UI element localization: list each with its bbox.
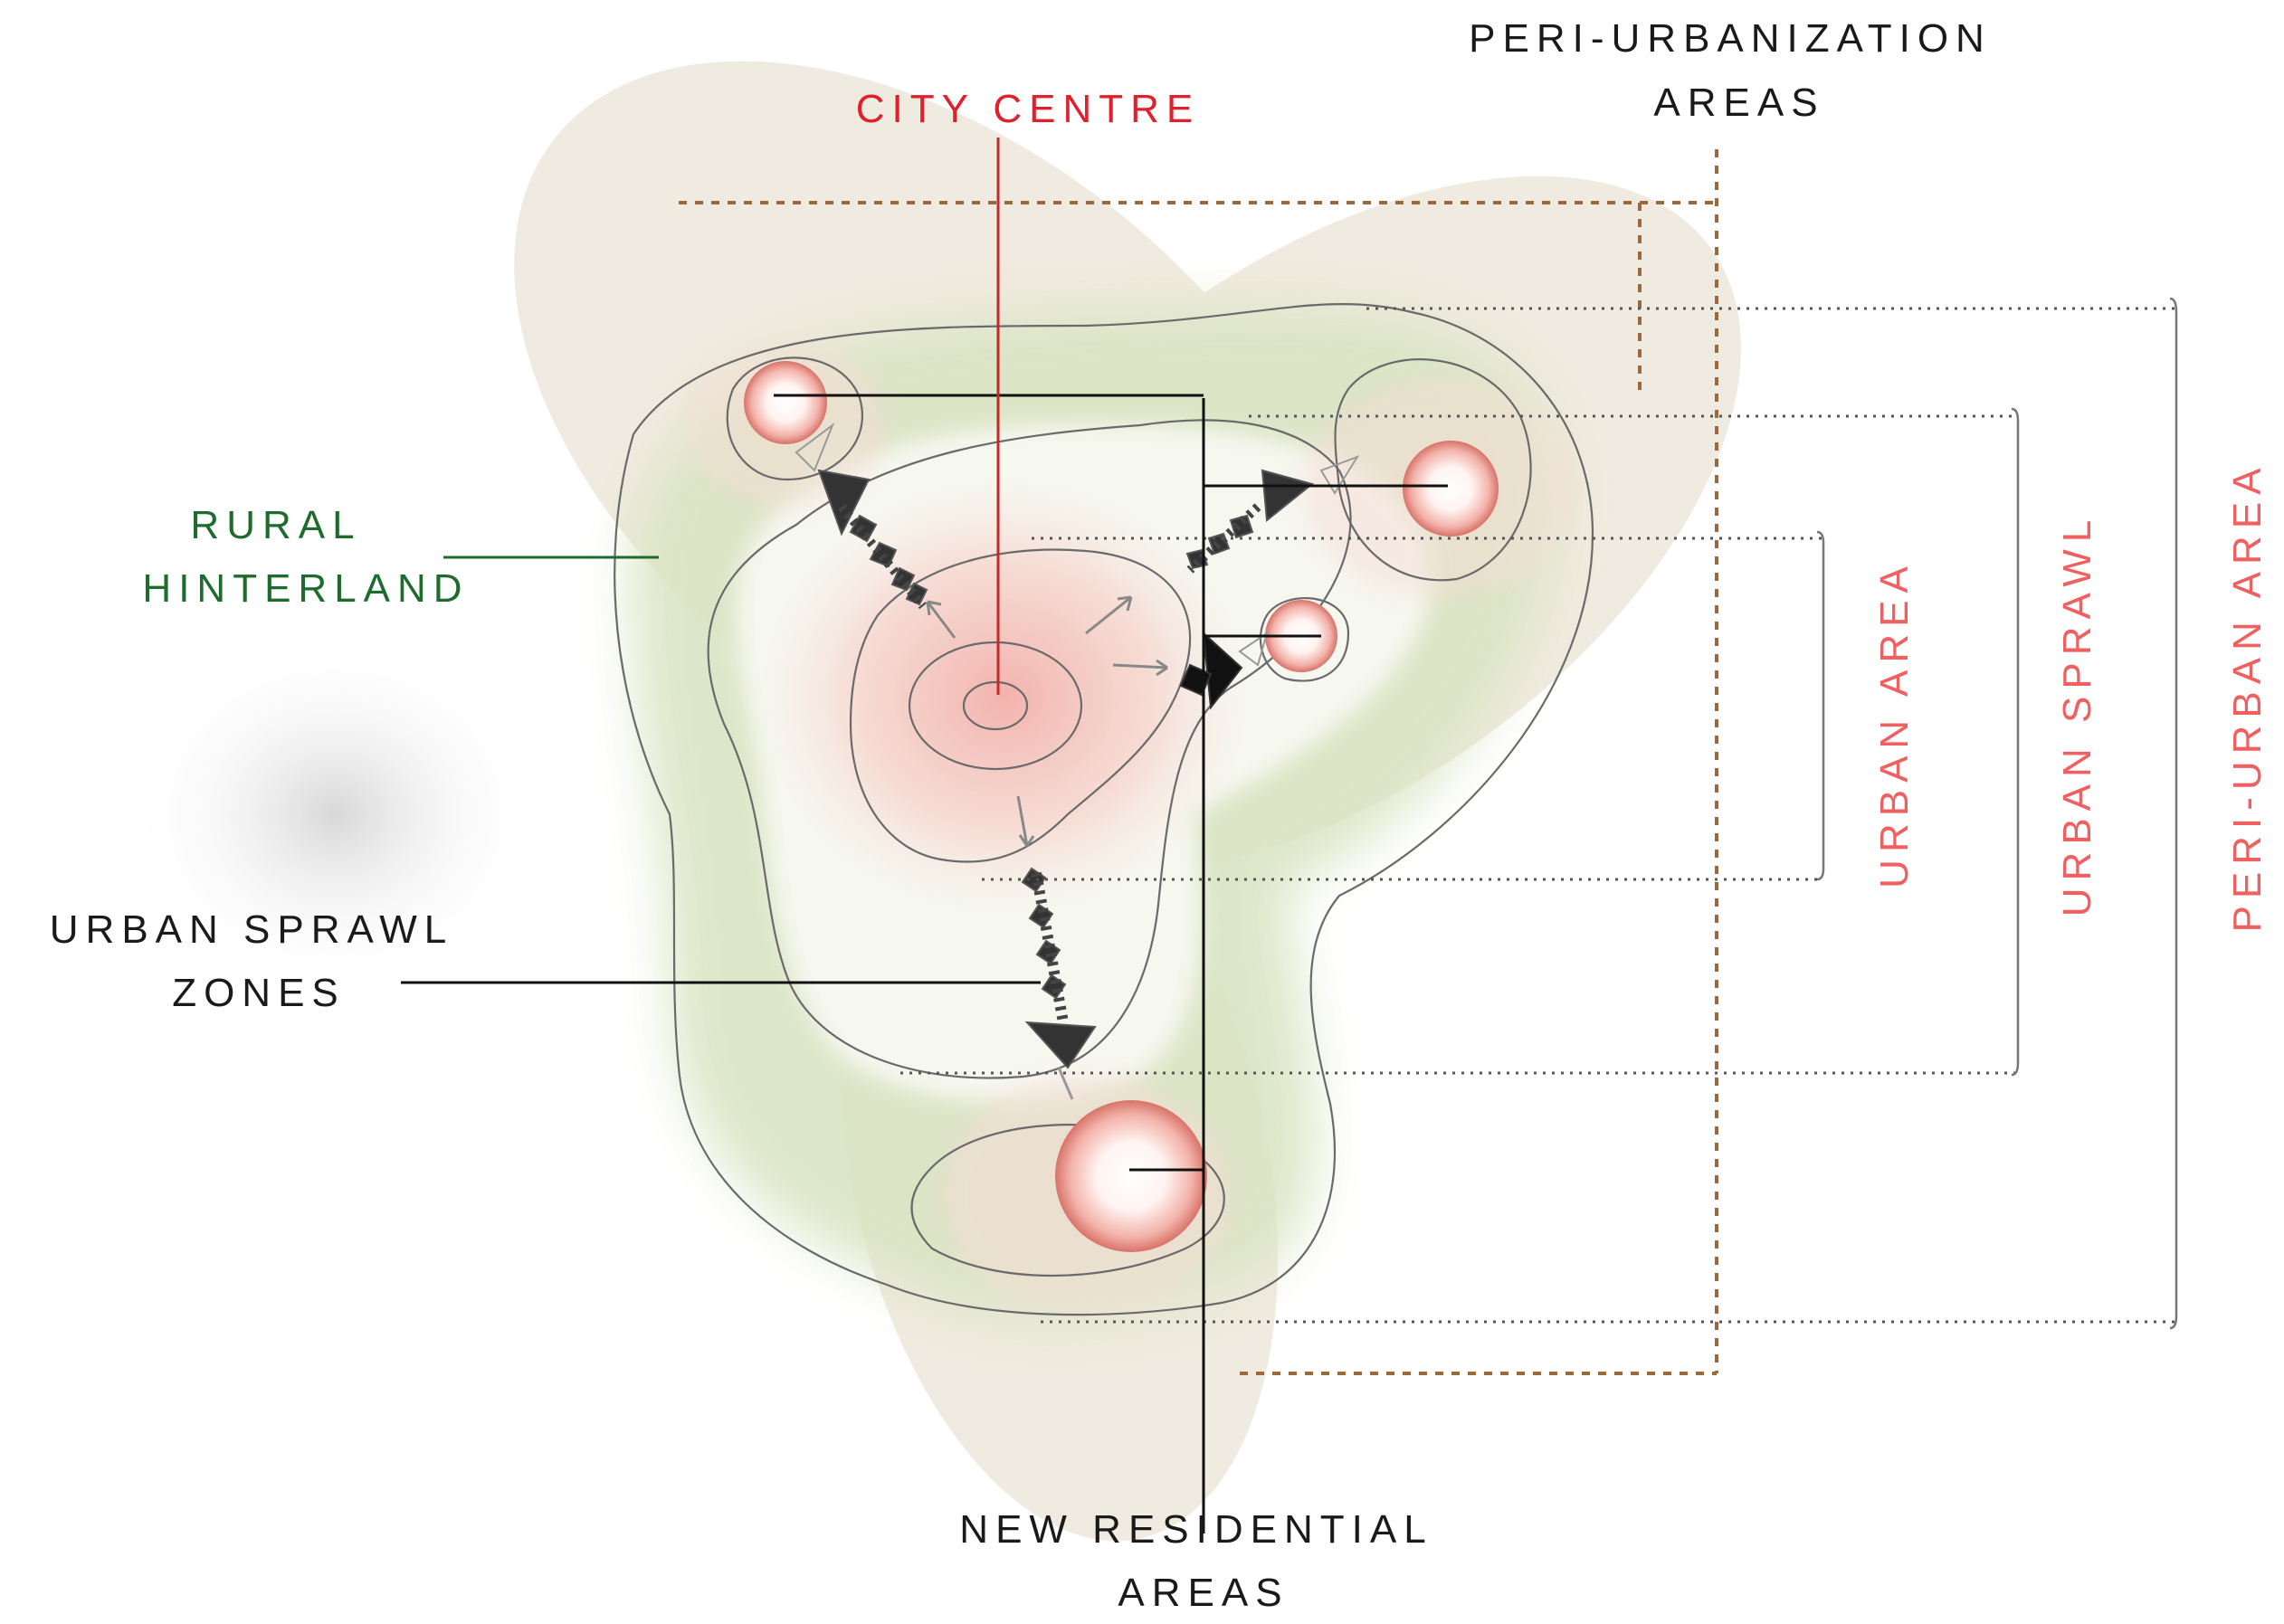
rural-hinterland-label-2: HINTERLAND (142, 566, 469, 611)
new-residential-label-2: AREAS (1118, 1571, 1289, 1615)
scale-guides (900, 307, 2176, 1324)
sprawl-small-arrows (926, 595, 1168, 847)
urban-sprawl-bracket (2011, 407, 2020, 1077)
rural-hinterland-label: RURAL (190, 503, 361, 547)
middle-contour (707, 419, 1352, 1079)
urban-sprawl-label: URBAN SPRAWL (2055, 513, 2099, 916)
sprawl-zone-nw (795, 423, 928, 610)
scale-brackets (1816, 297, 2178, 1330)
urban-sprawl-zones-label: URBAN SPRAWL (50, 907, 453, 952)
urban-sprawl-zones-label-2: ZONES (172, 971, 346, 1015)
new-residential-leaders (774, 394, 1448, 1534)
bubble-s-contour (910, 1124, 1225, 1277)
peri-urbanization-bracket (679, 149, 1718, 1375)
urban-area-bracket (1816, 530, 1825, 881)
bubble-ne (1403, 441, 1499, 537)
grey-glow (127, 633, 543, 995)
sprawl-zone-s (1021, 867, 1097, 1100)
urban-area-label: URBAN AREA (1872, 559, 1917, 888)
outer-contour (614, 302, 1594, 1316)
peri-urban-area-label: PERI-URBAN AREA (2225, 461, 2270, 933)
bubble-ne-contour (1334, 358, 1532, 582)
peri-urban-bracket (2169, 297, 2178, 1330)
peri-urbanization-label: PERI-URBANIZATION (1469, 16, 1992, 61)
new-residential-label: NEW RESIDENTIAL (959, 1507, 1432, 1552)
bubble-nw (744, 361, 827, 444)
contour-lines (614, 302, 1594, 1316)
bubble-s (1055, 1100, 1207, 1252)
inner-contour (849, 548, 1192, 863)
core-glow (760, 480, 1249, 914)
city-centre-label: CITY CENTRE (856, 87, 1201, 131)
bubble-nw-contour (726, 356, 863, 481)
bubble-e-contour (1259, 597, 1350, 682)
new-residential-bubbles (744, 361, 1499, 1252)
peri-urbanization-label-2: AREAS (1653, 81, 1824, 125)
